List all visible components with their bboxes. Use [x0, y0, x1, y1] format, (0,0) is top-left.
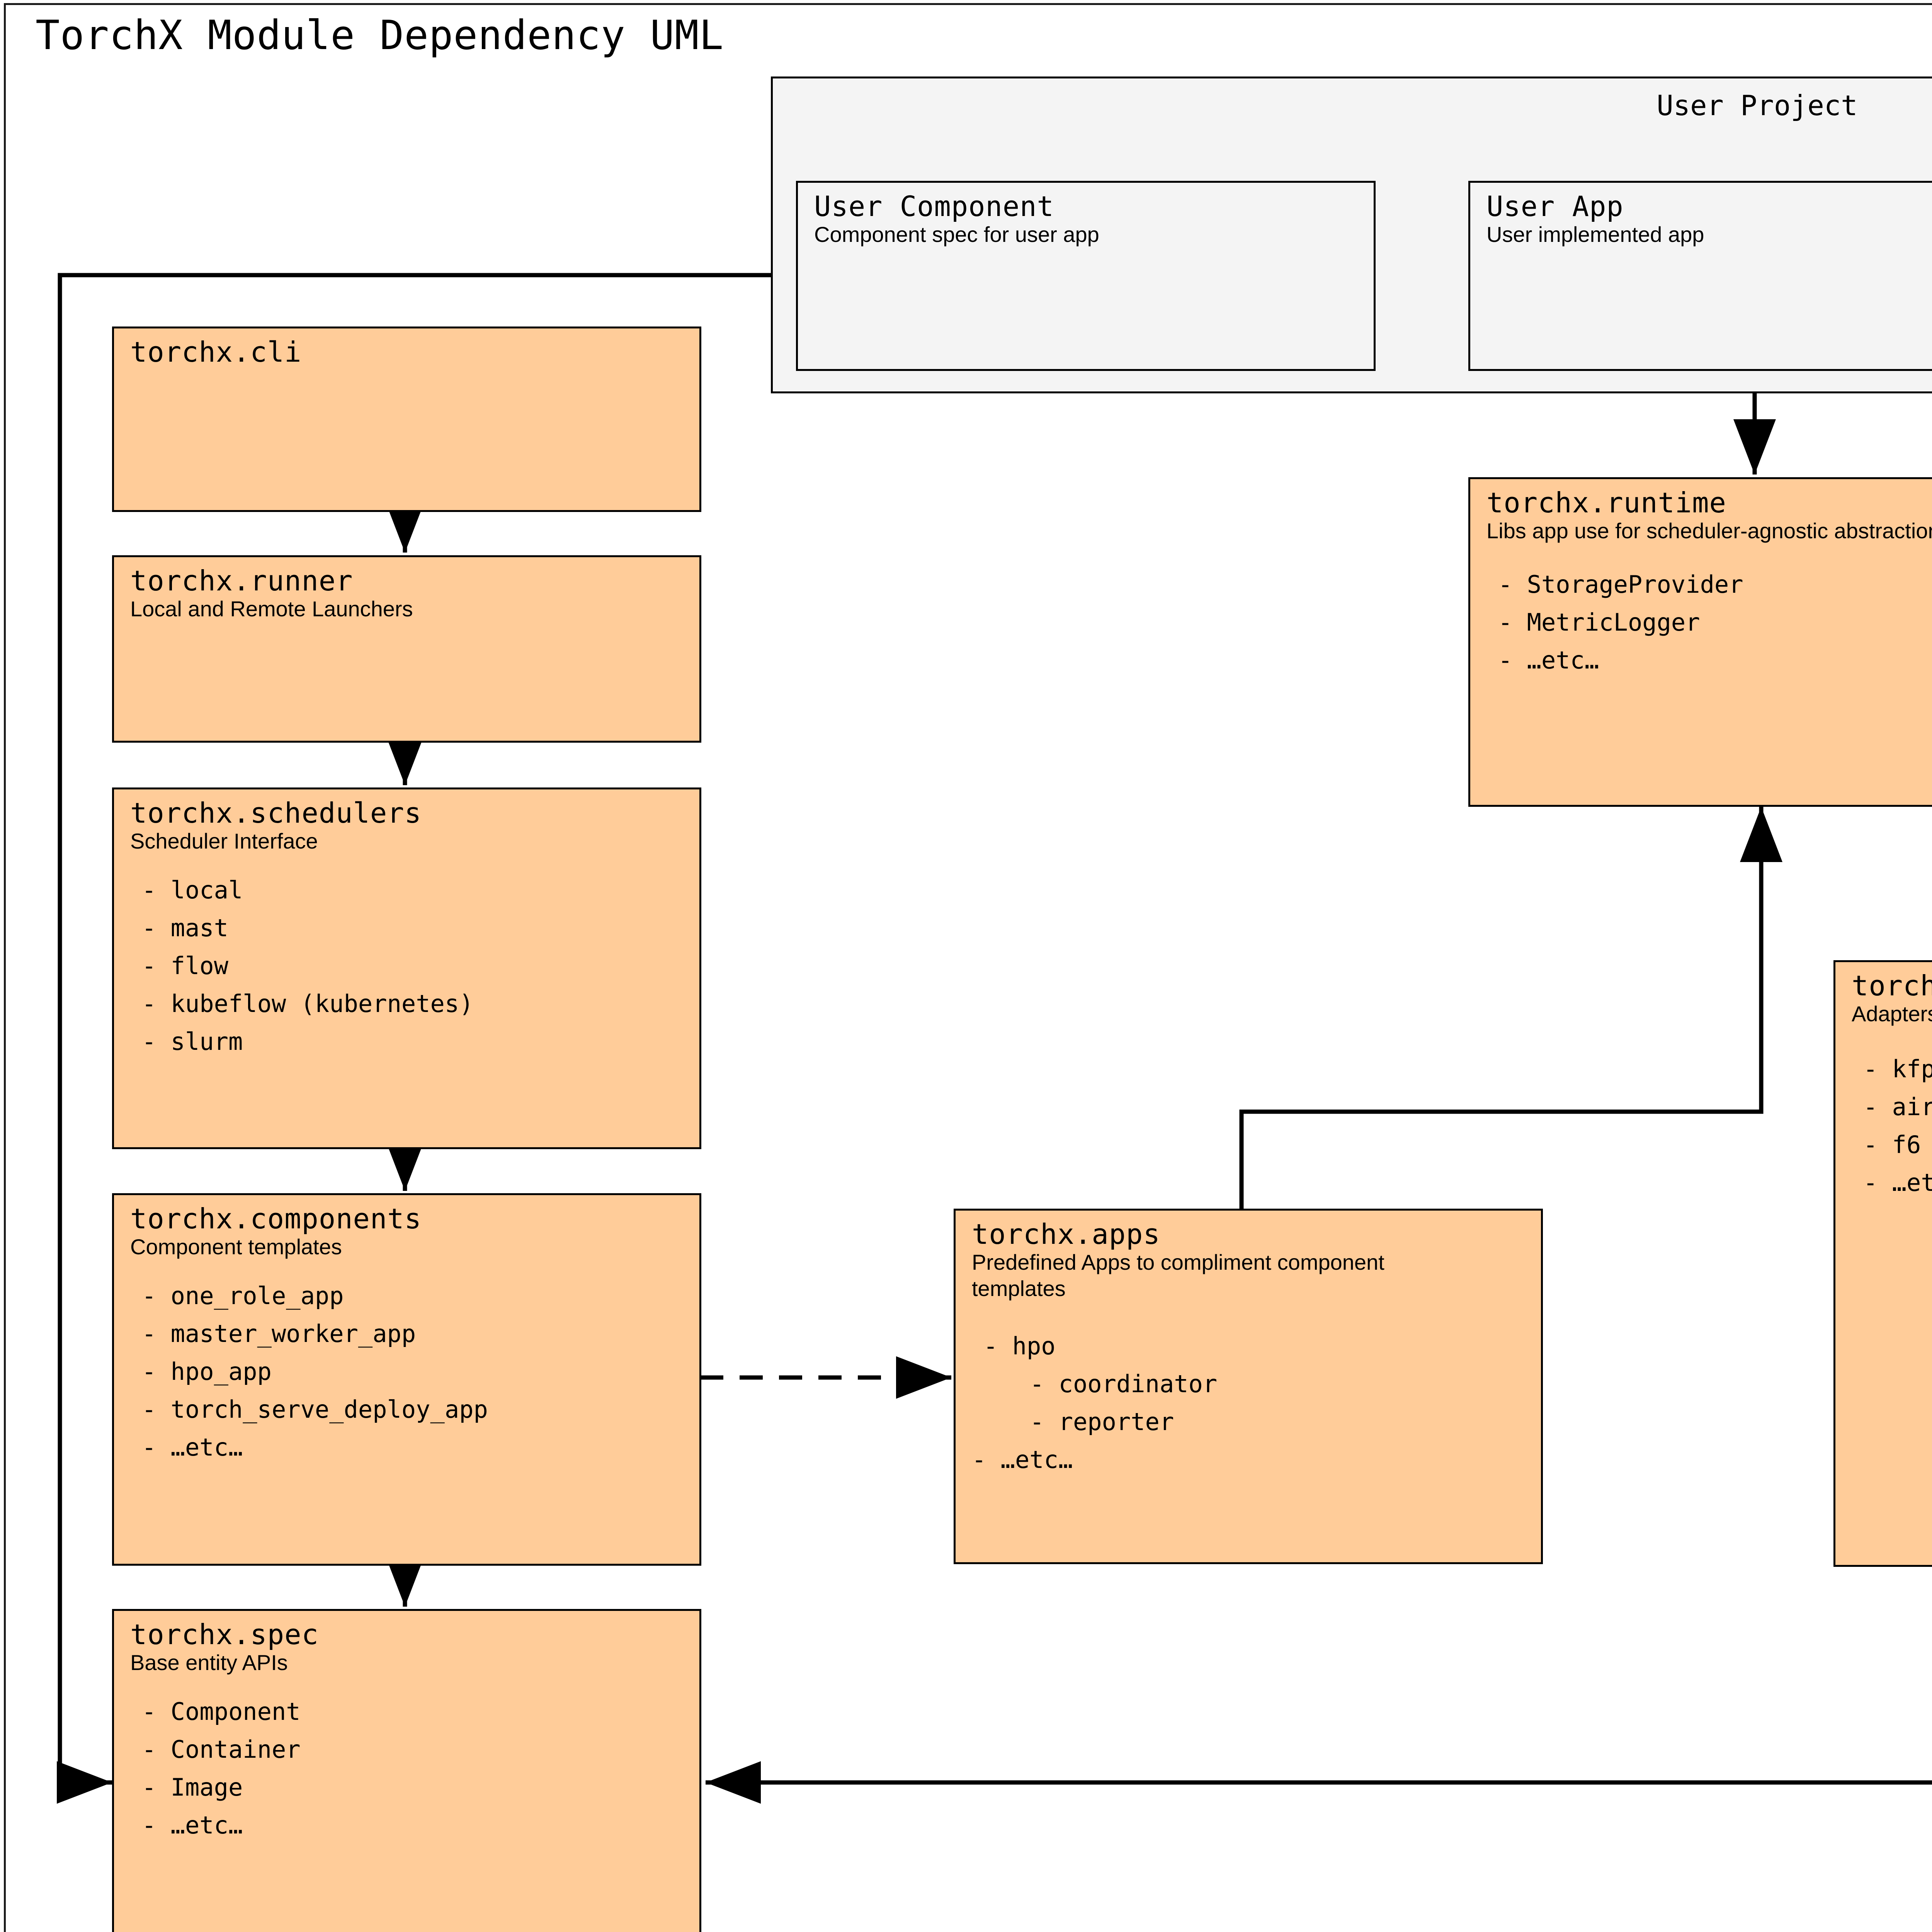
box-torchx-cli-title: torchx.cli [130, 336, 302, 368]
list-item: master_worker_app [142, 1315, 692, 1353]
box-torchx-components-title: torchx.components [130, 1202, 422, 1235]
box-torchx-pipelines-list: kfpairflowf6…etc… [1863, 1050, 1932, 1202]
box-torchx-runtime-title: torchx.runtime [1486, 486, 1726, 519]
box-torchx-components-list: one_role_appmaster_worker_apphpo_apptorc… [142, 1277, 692, 1466]
list-item: …etc… [1863, 1164, 1932, 1202]
list-item: coordinator [983, 1365, 1533, 1403]
box-torchx-components-subtitle: Component templates [130, 1234, 342, 1259]
box-torchx-schedulers-title: torchx.schedulers [130, 797, 422, 829]
box-torchx-spec[interactable]: torchx.spec Base entity APIs ComponentCo… [112, 1609, 701, 1932]
box-torchx-spec-list: ComponentContainerImage…etc… [142, 1693, 692, 1844]
box-torchx-cli[interactable]: torchx.cli [112, 327, 701, 512]
group-user-project-label: User Project [1656, 89, 1858, 122]
box-user-component-subtitle: Component spec for user app [814, 222, 1099, 247]
list-item: …etc… [142, 1429, 692, 1466]
list-item: Container [142, 1731, 692, 1769]
box-user-app-subtitle: User implemented app [1486, 222, 1704, 247]
box-user-component-title: User Component [814, 190, 1054, 223]
box-torchx-pipelines[interactable]: torchx.pipelines Adapters to Pipeline Pl… [1833, 960, 1932, 1567]
box-torchx-pipelines-subtitle: Adapters to Pipeline Platforms [1852, 1001, 1932, 1026]
box-torchx-components[interactable]: torchx.components Component templates on… [112, 1193, 701, 1566]
list-item: hpo [983, 1327, 1533, 1365]
list-item: hpo_app [142, 1353, 692, 1391]
box-torchx-runner-subtitle: Local and Remote Launchers [130, 596, 413, 621]
box-torchx-apps[interactable]: torchx.apps Predefined Apps to complimen… [954, 1209, 1543, 1564]
box-torchx-schedulers[interactable]: torchx.schedulers Scheduler Interface lo… [112, 787, 701, 1149]
box-torchx-spec-subtitle: Base entity APIs [130, 1650, 288, 1675]
box-torchx-apps-list: hpo coordinator reporter …etc… [972, 1327, 1533, 1479]
list-item: f6 [1863, 1126, 1932, 1164]
box-user-component[interactable]: User Component Component spec for user a… [796, 181, 1376, 371]
box-torchx-runner[interactable]: torchx.runner Local and Remote Launchers [112, 555, 701, 743]
list-item: slurm [142, 1023, 692, 1061]
list-item: local [142, 871, 692, 909]
box-torchx-runtime[interactable]: torchx.runtime Libs app use for schedule… [1468, 477, 1932, 807]
box-torchx-runtime-list: StorageProviderMetricLogger…etc… [1498, 566, 1932, 679]
box-torchx-pipelines-title: torchx.pipelines [1852, 969, 1932, 1002]
list-item: …etc… [972, 1441, 1533, 1479]
box-torchx-schedulers-list: localmastflowkubeflow (kubernetes)slurm [142, 871, 692, 1061]
list-item: mast [142, 909, 692, 947]
list-item: …etc… [1498, 641, 1932, 679]
list-item: one_role_app [142, 1277, 692, 1315]
page-title: TorchX Module Dependency UML [36, 12, 724, 59]
box-user-app-title: User App [1486, 190, 1624, 223]
list-item: airflow [1863, 1088, 1932, 1126]
list-item: reporter [983, 1403, 1533, 1441]
list-item: Image [142, 1769, 692, 1806]
list-item: flow [142, 947, 692, 985]
box-torchx-spec-title: torchx.spec [130, 1618, 319, 1651]
list-item: Component [142, 1693, 692, 1731]
list-item: MetricLogger [1498, 604, 1932, 641]
list-item: kubeflow (kubernetes) [142, 985, 692, 1023]
list-item: …etc… [142, 1806, 692, 1844]
box-torchx-schedulers-subtitle: Scheduler Interface [130, 828, 318, 853]
list-item: torch_serve_deploy_app [142, 1391, 692, 1429]
list-item: kfp [1863, 1050, 1932, 1088]
box-torchx-apps-subtitle: Predefined Apps to compliment component … [972, 1250, 1384, 1301]
box-torchx-apps-title: torchx.apps [972, 1218, 1160, 1250]
list-item: StorageProvider [1498, 566, 1932, 604]
box-torchx-runner-title: torchx.runner [130, 565, 353, 597]
box-user-app[interactable]: User App User implemented app [1468, 181, 1932, 371]
box-torchx-runtime-subtitle: Libs app use for scheduler-agnostic abst… [1486, 518, 1932, 543]
